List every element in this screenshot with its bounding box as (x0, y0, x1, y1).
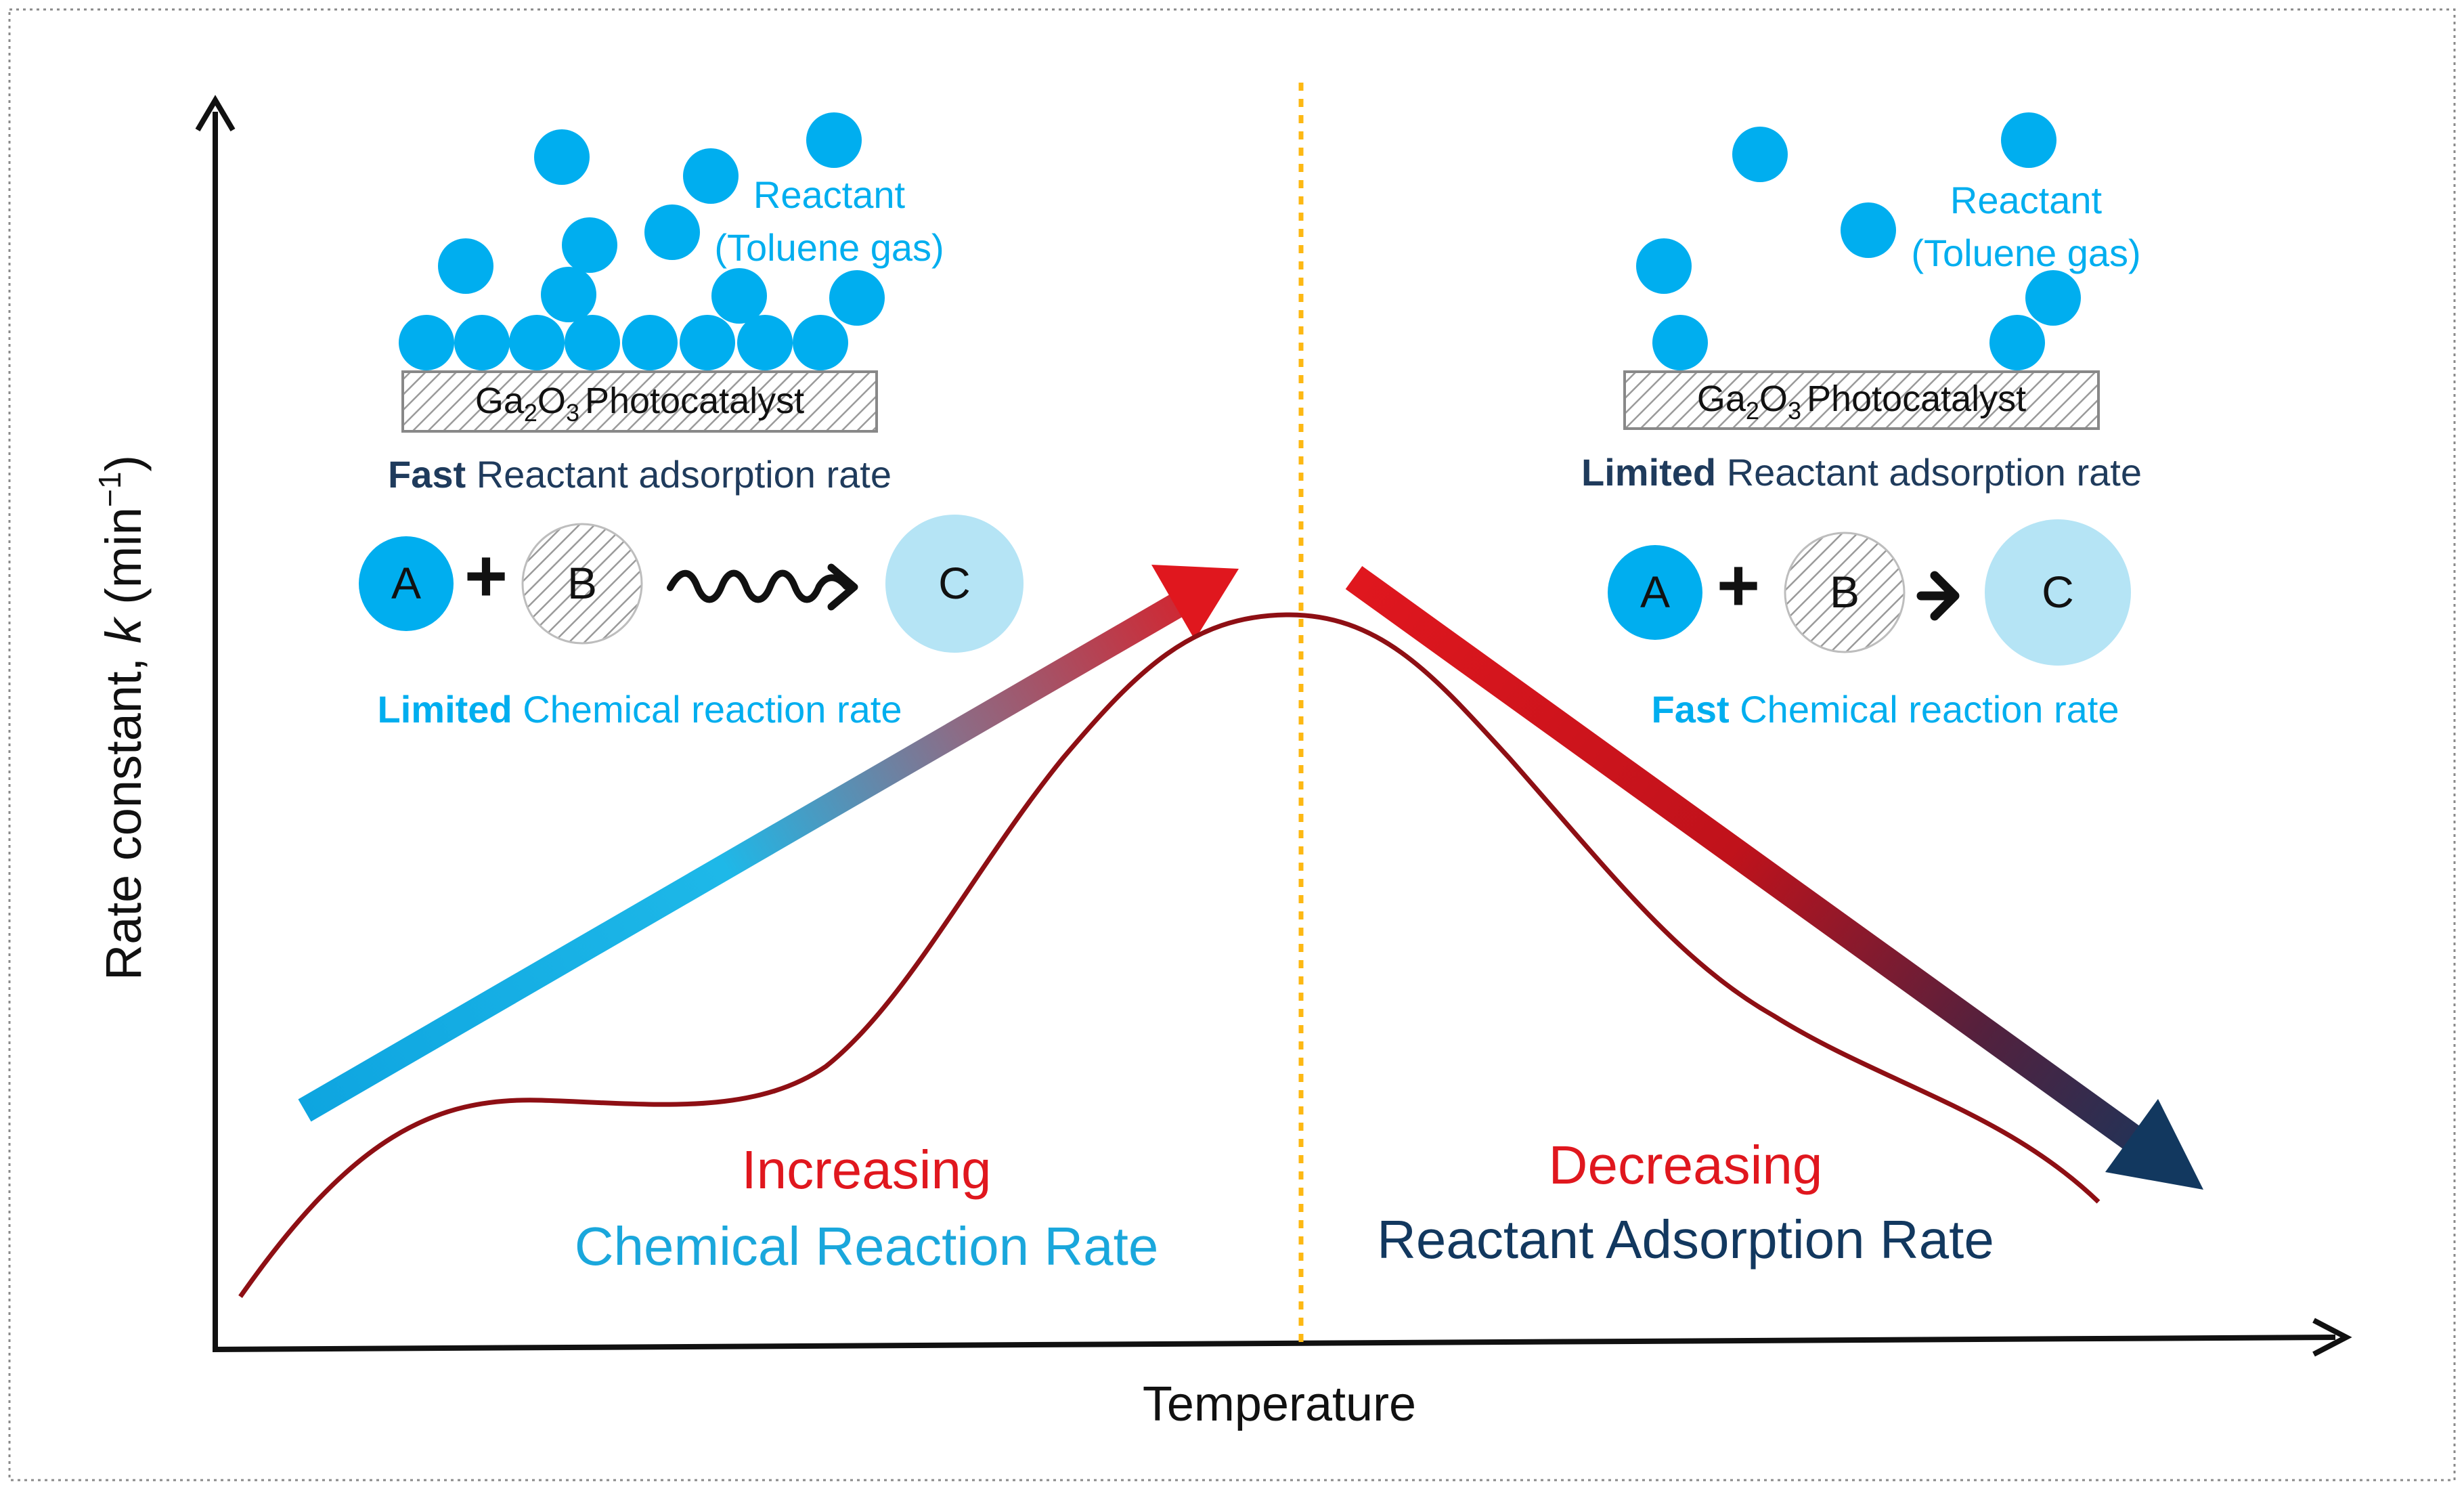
right-adsorption-rate-text: Limited Reactant adsorption rate (1581, 451, 2142, 494)
left-species-b-label: B (567, 558, 597, 608)
molecule-icon (399, 315, 454, 370)
x-axis-line (212, 1335, 2336, 1352)
left-plus-sign: + (464, 534, 508, 618)
molecule-icon (793, 315, 848, 370)
molecule-icon (541, 267, 596, 322)
right-plus-sign: + (1717, 544, 1760, 627)
y-axis-arrowhead (195, 95, 236, 132)
right-species-b-circle (1784, 532, 1906, 653)
molecule-icon (806, 112, 862, 168)
figure-frame (8, 8, 2456, 1481)
right-species-a-label: A (1640, 567, 1670, 617)
y-axis-label: Rate constant, k (min−1) (92, 455, 152, 980)
left-species-a-label: A (391, 558, 421, 608)
molecule-icon (683, 148, 739, 204)
left-species-c-label: C (938, 558, 971, 608)
decreasing-trend-arrow (1345, 565, 2203, 1190)
right-species-a-circle (1608, 545, 1702, 640)
axes (195, 95, 2352, 1357)
decreasing-arrow-head (2105, 1099, 2203, 1190)
right-species-c-circle (1985, 519, 2131, 666)
right-species-b-label: B (1830, 567, 1860, 617)
molecule-icon (534, 129, 590, 185)
left-species-c-circle (885, 515, 1024, 653)
molecule-icon (454, 315, 510, 370)
left-reaction-rate-text: Limited Chemical reaction rate (378, 688, 902, 731)
left-reactant-sublabel: (Toluene gas) (714, 226, 944, 269)
slow-reaction-arrowhead (827, 563, 858, 611)
increasing-arrow-shaft (298, 593, 1185, 1122)
molecule-icon (680, 315, 735, 370)
right-species-c-label: C (2042, 567, 2074, 617)
increasing-label: Increasing (741, 1140, 991, 1200)
molecule-icon (829, 270, 885, 326)
left-adsorption-rate-text: Fast Reactant adsorption rate (388, 453, 892, 496)
molecule-icon (1989, 315, 2045, 370)
left-species-a-circle (359, 536, 454, 631)
left-reactant-label: Reactant (753, 173, 906, 216)
chemical-reaction-rate-label: Chemical Reaction Rate (575, 1216, 1159, 1276)
molecule-icon (737, 315, 793, 370)
right-catalyst-substrate (1623, 370, 2100, 430)
molecule-icon (565, 315, 620, 370)
rate-constant-curve (238, 612, 2100, 1299)
increasing-trend-arrow (298, 565, 1239, 1122)
slow-reaction-wavy-arrow (667, 569, 850, 603)
molecule-icon (1652, 315, 1708, 370)
right-reaction-rate-text: Fast Chemical reaction rate (1652, 688, 2119, 731)
right-reactant-sublabel: (Toluene gas) (1911, 232, 2140, 274)
molecule-icon (2025, 270, 2081, 326)
x-axis-label: Temperature (1143, 1377, 1416, 1431)
right-toluene-molecules (1636, 112, 2081, 370)
molecule-icon (1732, 127, 1788, 182)
molecule-icon (438, 238, 493, 294)
x-axis-arrowhead (2312, 1318, 2352, 1357)
increasing-arrow-head (1151, 565, 1239, 640)
left-toluene-molecules (399, 112, 885, 370)
reactant-adsorption-rate-label: Reactant Adsorption Rate (1377, 1209, 1994, 1270)
molecule-icon (562, 217, 617, 273)
right-reactant-label: Reactant (1950, 179, 2103, 221)
molecule-icon (1636, 238, 1692, 294)
left-species-b-circle (521, 523, 643, 645)
left-catalyst-substrate (401, 370, 878, 433)
molecule-icon (509, 315, 565, 370)
molecule-icon (1841, 202, 1896, 258)
decreasing-arrow-shaft (1345, 565, 2141, 1150)
decreasing-label: Decreasing (1549, 1135, 1823, 1195)
molecule-icon (711, 268, 767, 324)
molecule-icon (644, 204, 700, 260)
molecule-icon (622, 315, 678, 370)
molecule-icon (2001, 112, 2056, 168)
